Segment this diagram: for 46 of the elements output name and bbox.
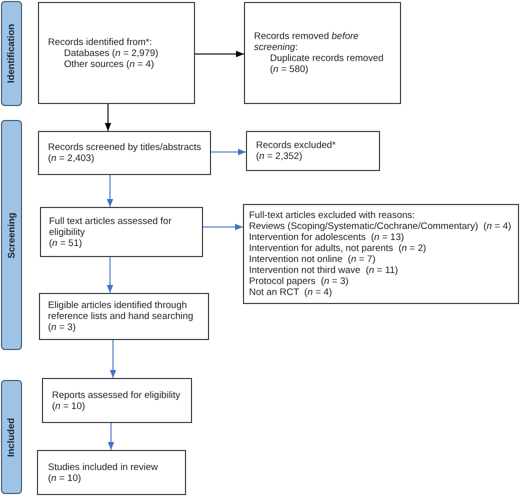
phase-band	[1, 380, 22, 494]
box-text: Intervention for adults, not parents (n = 2)	[249, 243, 426, 254]
process-box	[244, 2, 401, 104]
box-text: (n = 10)	[48, 472, 82, 484]
box-title: Records excluded*	[256, 140, 336, 151]
box-text: Intervention not third wave (n = 11)	[249, 265, 398, 276]
box-text: (n = 51)	[49, 238, 82, 248]
process-box	[243, 204, 519, 304]
process-box	[38, 2, 195, 104]
box-text: Not an RCT (n = 4)	[249, 287, 332, 298]
box-text: Other sources (n = 4)	[63, 58, 154, 70]
box-text: (n = 10)	[52, 400, 86, 412]
box-text: Databases (n = 2,979)	[63, 48, 158, 58]
box-title: Reports assessed for eligibility	[52, 390, 180, 400]
box-title: Full-text articles excluded with reasons:	[249, 210, 415, 221]
process-box	[42, 378, 192, 423]
arrow	[110, 340, 116, 378]
arrow	[108, 422, 114, 450]
box-text: Protocol papers (n = 3)	[249, 276, 349, 287]
box-title: Records removed before screening:	[254, 31, 360, 53]
box-text: Intervention not online (n = 7)	[249, 254, 376, 265]
arrow	[210, 148, 246, 156]
box-text: Reviews (Scoping/Systematic/Cochrane/Commentary) (n = 4)	[249, 221, 512, 232]
arrow	[194, 50, 244, 58]
process-box	[38, 131, 211, 175]
box-text: (n = 2,403)	[48, 153, 94, 164]
arrow	[104, 104, 112, 132]
process-box	[39, 293, 209, 340]
arrow	[106, 174, 114, 208]
phase-label: Screening	[6, 212, 17, 258]
box-title: Records identified from*:	[48, 36, 152, 48]
phase-label: Included	[6, 417, 17, 457]
phase-band	[1, 120, 22, 350]
box-text: Intervention for adolescents (n = 13)	[249, 232, 404, 243]
process-box	[246, 131, 380, 171]
box-text: Duplicate records removed (n = 580)	[269, 53, 385, 75]
box-text: (n = 3)	[48, 322, 76, 333]
box-title: Records screened by titles/abstracts	[48, 142, 202, 153]
box-text: (n = 2,352)	[256, 151, 302, 162]
phase-label: Identification	[6, 24, 17, 84]
process-box	[40, 207, 203, 257]
phase-band	[1, 1, 22, 106]
box-title: Studies included in review	[48, 462, 158, 472]
arrow	[106, 256, 114, 294]
arrow	[202, 224, 244, 230]
process-box	[37, 450, 186, 495]
